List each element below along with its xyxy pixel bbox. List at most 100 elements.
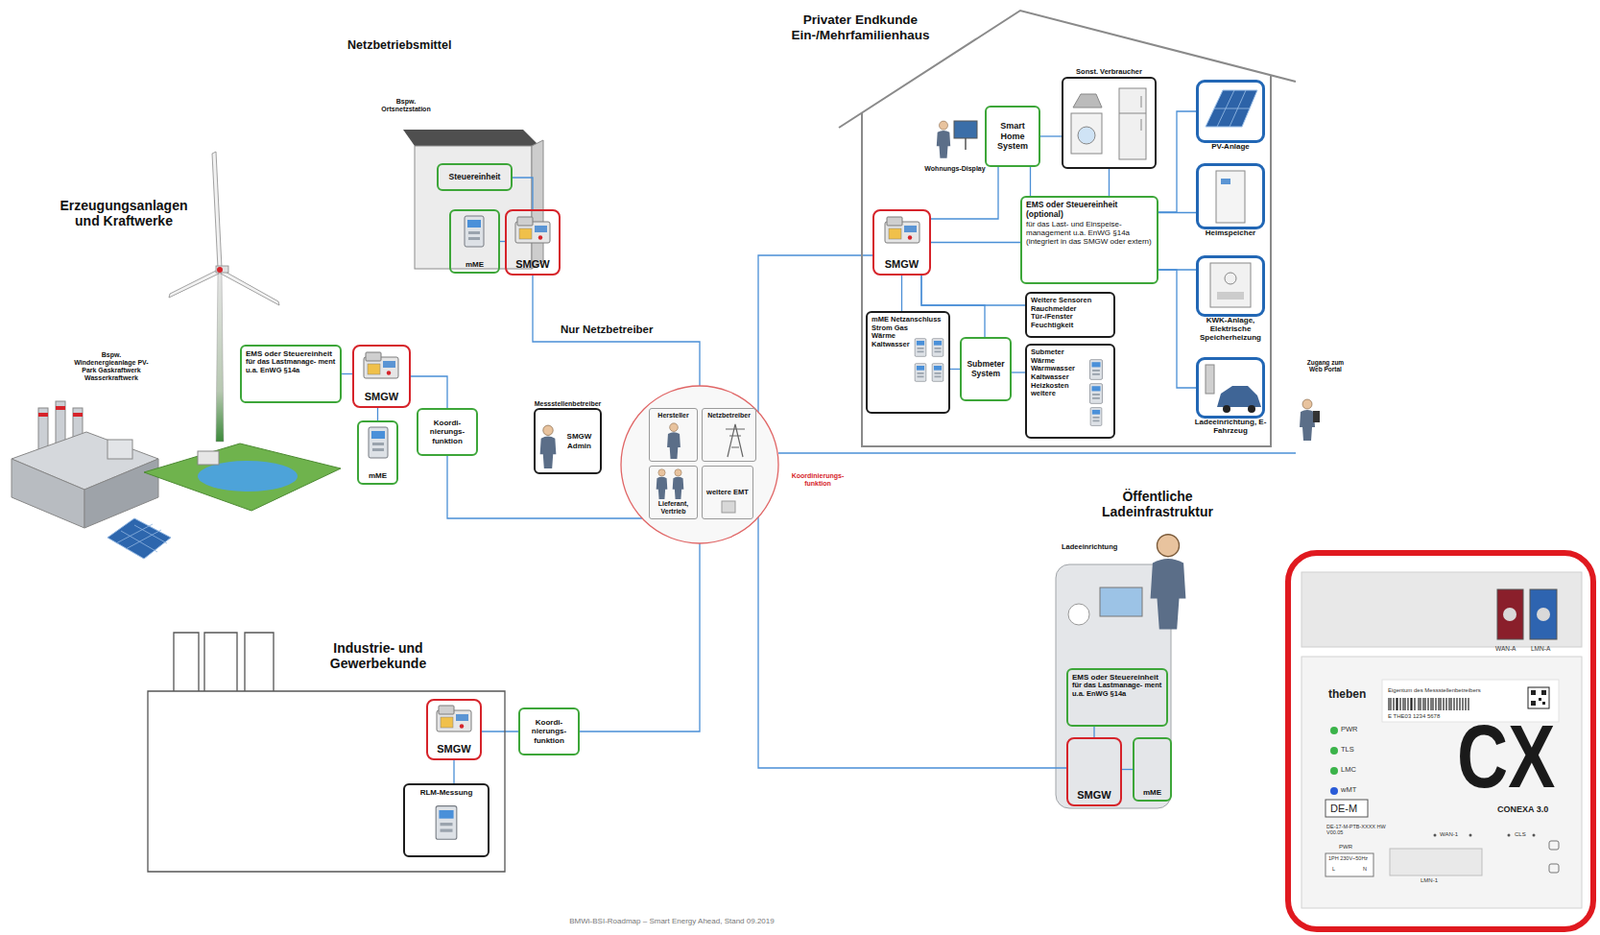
gateway-box: SMGW: [872, 209, 932, 276]
control-box: Submeter System: [959, 336, 1012, 402]
gateway-device-photo: [1388, 697, 1469, 711]
gateway-box: SMGW: [504, 209, 561, 276]
chp-drawing: [1224, 272, 1237, 285]
gateway-device-photo: [1549, 863, 1559, 873]
lake-drawing: [143, 443, 341, 511]
box-title: weitere EMT: [706, 488, 749, 498]
control-box: EMS oder Steuereinheitfür das Lastmanage…: [239, 344, 342, 404]
connector-group: [341, 111, 1196, 784]
gateway-icons: [436, 705, 472, 732]
device-box: KWK-Anlage, Elektrische Speicherheizung: [1195, 255, 1266, 317]
wind-turbine-drawing: [220, 269, 280, 306]
appliance-drawing: [1077, 126, 1096, 144]
connector-line: [921, 275, 1026, 306]
building-outline: Industrie- und GewerbekundeSMGWRLM-Messu…: [147, 632, 505, 873]
role-icons: [667, 423, 681, 459]
meter-icons: [1090, 383, 1103, 405]
annotation: LMN-A: [1530, 644, 1551, 652]
gateway-device-photo: [1530, 690, 1547, 706]
annotation: PWR: [1338, 843, 1353, 851]
meter-icons: [931, 363, 944, 383]
gateway-device-photo: [1532, 834, 1536, 837]
gateway-device-photo: [1330, 766, 1338, 775]
connector-line: [453, 760, 454, 784]
box-title: mME: [362, 471, 393, 480]
connector-line: [512, 177, 533, 210]
role-box: Hersteller: [648, 407, 698, 462]
meter-icons: [368, 215, 1163, 839]
gateway-icons: [363, 216, 1112, 772]
connector-line: [1093, 726, 1095, 738]
coordination-circle: [620, 385, 779, 544]
connector-line: [901, 275, 903, 311]
connector-line: [931, 241, 1021, 243]
role-box: Netzbetreiber: [701, 407, 757, 462]
connector-line: [410, 376, 448, 408]
box-title: RLM-Messung: [408, 788, 484, 797]
lake-drawing: [143, 443, 341, 511]
annotation: Erzeugungsanlagen und Kraftwerke: [52, 197, 195, 229]
connector-line: [1122, 768, 1133, 770]
annotation: Wohnungs-Display: [919, 165, 991, 173]
gateway-icons: [884, 216, 920, 243]
car-drawing: [1205, 364, 1215, 394]
annotation: DE-M: [1330, 802, 1358, 815]
device-box: Heimspeicher: [1195, 163, 1266, 230]
web-portal-drawing: [1313, 410, 1320, 423]
annotation: CX: [1456, 712, 1555, 801]
annotation: Ladeeinrichtung: [1061, 543, 1118, 552]
connector-line: [758, 255, 873, 412]
box-title: EMS oder Steuereinheit (optional): [1026, 200, 1153, 220]
gateway-device-photo: [1325, 799, 1368, 817]
meter-icons: [914, 338, 927, 358]
annotation: LMC: [1340, 765, 1357, 775]
chp-drawing: [1210, 262, 1251, 308]
power-plant-drawing: [107, 439, 133, 459]
annotation: PWR: [1340, 725, 1359, 735]
annotation: Bspw. Ortsnetzstation: [374, 97, 438, 114]
box-title: SMGW: [510, 258, 555, 271]
annotation: Öffentliche Ladeinfrastruktur: [1091, 488, 1224, 520]
box-title: mME: [1138, 788, 1167, 797]
annotation: Eigentum des Messstellenbetreibers: [1387, 687, 1481, 694]
house-outline: [838, 10, 1296, 447]
substation-drawing: [403, 129, 544, 269]
lake-drawing: [197, 460, 298, 492]
annotation: DE-17-M-PTB-XXXX HW V00.05: [1326, 823, 1396, 836]
control-box: Koordi- nierungs- funktion: [518, 707, 580, 756]
connector-line: [931, 167, 999, 219]
connector-line: [1011, 371, 1026, 373]
connector-line: [921, 275, 985, 337]
box-title: Heimspeicher: [1194, 228, 1267, 238]
box-title: EMS oder Steuereinheit: [1072, 672, 1163, 682]
meter-icons: [914, 363, 927, 383]
connector-line: [447, 455, 643, 519]
meter-box: RLM-Messung: [403, 783, 490, 858]
web-portal-drawing: [1299, 399, 1315, 441]
meter-box: mME NetzanschlussStrom Gas Wärme Kaltwas…: [865, 310, 951, 414]
car-drawing: [1222, 405, 1231, 413]
box-body: Rauchmelder Tür-/Fenster Feuchtigkeit: [1030, 305, 1110, 331]
box-title: Weitere Sensoren: [1030, 296, 1110, 306]
annotation: Zugang zum Web Portal: [1301, 358, 1350, 374]
gateway-device-photo: [1330, 787, 1338, 795]
operator-person: [540, 425, 557, 469]
power-plant-drawing: [11, 401, 159, 528]
box-body: für das Last- und Einspeise- management …: [1026, 219, 1153, 247]
chp-drawing: [1210, 262, 1251, 308]
gateway-box: SMGW: [1066, 737, 1123, 807]
box-title: EMS oder Steuereinheit: [245, 349, 336, 359]
box-title: Messstellenbetreiber: [520, 400, 617, 408]
pv-panel-drawing: [1214, 90, 1250, 127]
gateway-device-photo: [1382, 679, 1559, 722]
control-box: mME: [1132, 737, 1172, 802]
pv-panel-drawing: [1205, 90, 1258, 127]
coordination-fill: [620, 385, 779, 544]
gateway-device-photo: [1497, 589, 1524, 640]
connector-line: [1158, 269, 1196, 388]
gateway-device-photo: [1536, 607, 1551, 621]
connector-label: Nur Netzbetreiber: [558, 323, 656, 336]
gateway-icons: [363, 352, 399, 379]
